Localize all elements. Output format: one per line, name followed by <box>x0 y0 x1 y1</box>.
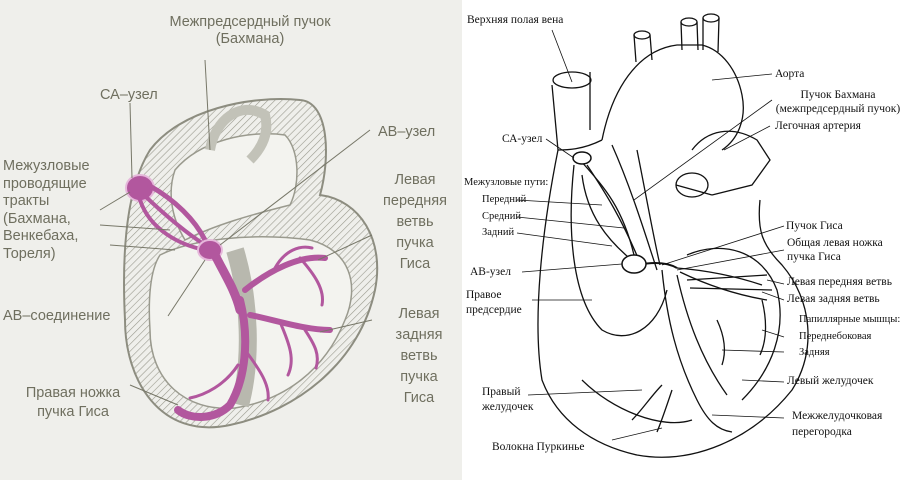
label-papillary-muscles: Папиллярные мышцы: <box>799 314 901 325</box>
right-diagram-panel: Верхняя полая вена Аорта Пучок Бахмана (… <box>462 0 903 480</box>
label-right-bundle-branch: Правая ножка пучка Гиса <box>25 385 121 420</box>
aorta-vessel <box>205 105 272 164</box>
conduction-system <box>125 174 333 421</box>
right-leader-lines <box>516 29 785 441</box>
sa-node-shape <box>572 151 592 165</box>
left-heart-drawing <box>99 59 379 429</box>
label-internodal-pathways: Межузловые пути: <box>464 177 549 188</box>
label-superior-vena-cava: Верхняя полая вена <box>467 14 564 26</box>
label-av-junction: АВ–соединение <box>3 308 111 324</box>
label-purkinje-fibers: Волокна Пуркинье <box>492 441 585 453</box>
label-av-node: АВ–узел <box>378 124 436 140</box>
label-pulmonary-artery: Легочная артерия <box>775 120 861 132</box>
label-right-ventricle: Правый желудочек <box>482 386 534 413</box>
label-middle: Средний <box>482 211 521 222</box>
label-left-posterior-branch: Левая задняя ветвь пучка Гиса <box>395 306 443 406</box>
label-internodal-tracts: Межузловые проводящие тракты (Бахмана, В… <box>3 158 90 262</box>
label-posterior: Задний <box>482 227 515 238</box>
label-av-node-right: АВ-узел <box>470 266 511 278</box>
label-left-anterior-branch-right: Левая передняя ветвь <box>787 276 892 288</box>
superior-vena-cava <box>551 72 591 151</box>
left-diagram-panel: Межпредсердный пучок (Бахмана) СА–узел А… <box>0 0 462 480</box>
label-left-posterior-branch-right: Левая задняя ветвь <box>787 293 880 305</box>
label-sa-node: СА–узел <box>100 87 158 103</box>
label-sa-node-right: СА-узел <box>502 133 543 145</box>
left-leader-lines <box>99 59 373 406</box>
av-node-shape <box>621 254 647 274</box>
right-atrium-wall <box>570 164 668 337</box>
label-bachmann-bundle: Межпредсердный пучок (Бахмана) <box>169 14 331 47</box>
label-left-ventricle: Левый желудочек <box>787 375 874 387</box>
label-left-anterior-branch: Левая передняя ветвь пучка Гиса <box>383 172 447 272</box>
label-his-bundle: Пучок Гиса <box>786 220 843 232</box>
label-interventricular-septum: Межжелудочковая перегородка <box>792 410 883 438</box>
heart-outline <box>537 149 809 458</box>
label-common-left-branch: Общая левая ножка пучка Гиса <box>787 237 883 263</box>
label-anterolateral: Переднебоковая <box>799 331 872 342</box>
right-ventricle-wall <box>581 379 693 424</box>
pulmonary-artery <box>691 130 771 196</box>
label-bachmann-bundle-right: Пучок Бахмана (межпредсердный пучок) <box>775 89 901 115</box>
label-aorta: Аорта <box>775 68 805 80</box>
aorta-arch <box>601 44 744 151</box>
ventricular-septum <box>661 269 733 433</box>
label-anterior: Передний <box>482 194 527 205</box>
left-ventricle-wall <box>686 247 781 401</box>
right-heart-drawing <box>516 13 809 458</box>
label-right-atrium: Правое предсердие <box>466 289 522 316</box>
label-posterior-muscle: Задняя <box>799 347 830 358</box>
